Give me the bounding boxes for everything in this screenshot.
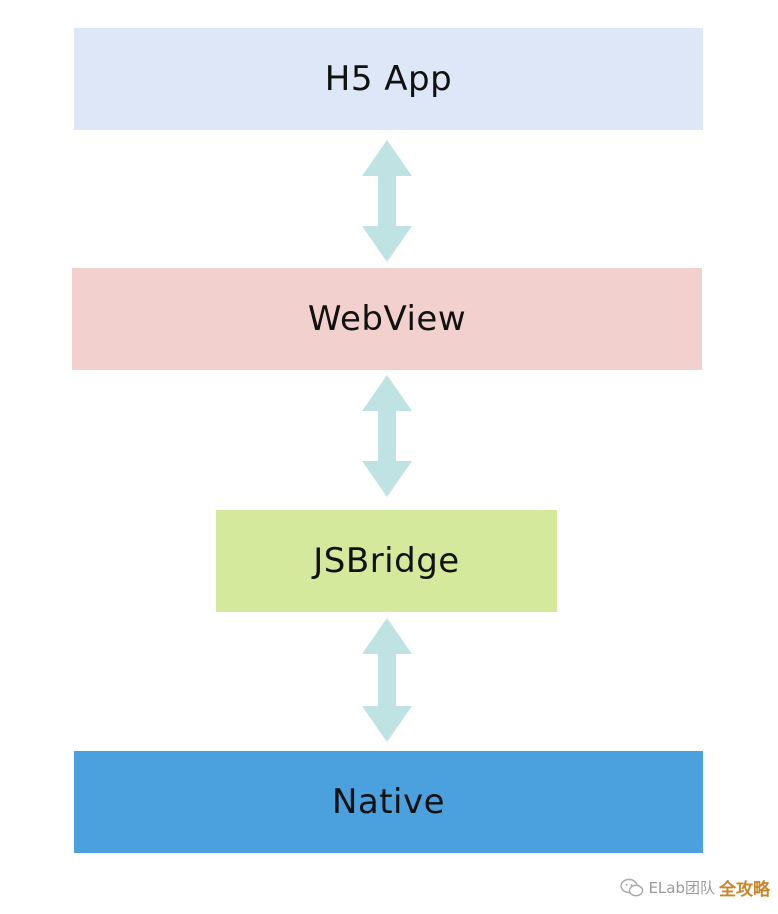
layer-native: Native — [74, 751, 703, 853]
layer-webview: WebView — [72, 268, 702, 370]
double-arrow-h5-webview — [362, 140, 412, 262]
layer-jsbridge-label: JSBridge — [313, 541, 460, 581]
layer-native-label: Native — [331, 782, 446, 822]
double-arrow-webview-jsbridge — [362, 375, 412, 497]
layer-h5-app: H5 App — [74, 28, 703, 130]
watermark: ELab团队 全攻略 — [620, 875, 770, 900]
layer-h5-app-label: H5 App — [324, 59, 453, 99]
wechat-icon — [620, 878, 644, 896]
watermark-account: ELab团队 — [648, 879, 715, 897]
double-arrow-jsbridge-native — [362, 618, 412, 742]
watermark-overlay: 全攻略 — [719, 880, 770, 900]
layer-jsbridge: JSBridge — [216, 510, 557, 612]
layer-webview-label: WebView — [307, 299, 467, 339]
